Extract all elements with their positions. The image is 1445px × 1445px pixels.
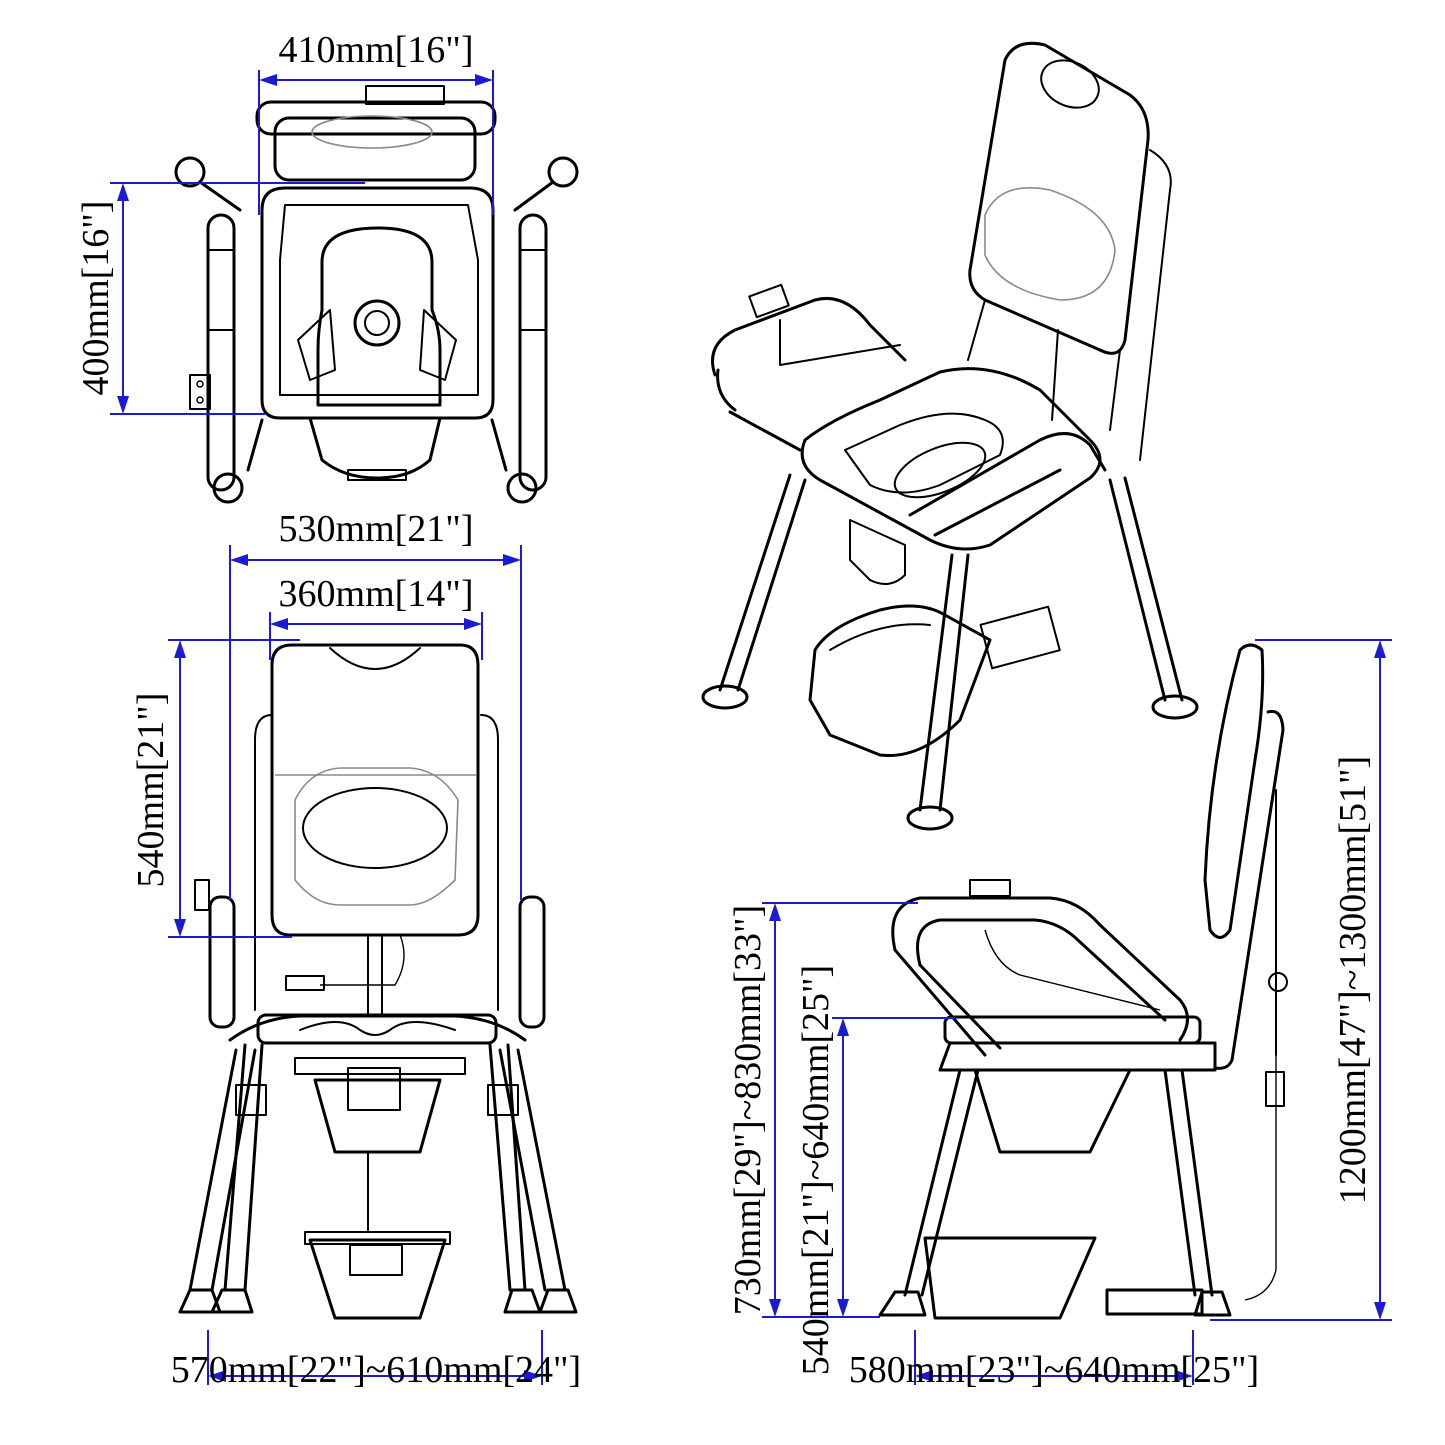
front-backrest-width-label: 360mm[14"] <box>279 573 474 615</box>
side-foot-depth-label: 580mm[23"]~640mm[25"] <box>849 1349 1259 1391</box>
side-armrest-height-label: 730mm[29"]~830mm[33"] <box>727 905 769 1315</box>
side-view: 730mm[29"]~830mm[33"] 540mm[21"]~640mm[2… <box>727 639 1392 1391</box>
isometric-view <box>701 41 1199 831</box>
top-view: 410mm[16"] 400mm[16"] <box>75 29 579 504</box>
side-overall-height-label: 1200mm[47"]~1300mm[51"] <box>1332 756 1374 1204</box>
front-foot-width-label: 570mm[22"]~610mm[24"] <box>171 1349 581 1391</box>
front-backrest-height-label: 540mm[21"] <box>130 693 172 888</box>
side-seat-height-label: 540mm[21"]~640mm[25"] <box>795 965 837 1375</box>
front-view: 530mm[21"] 360mm[14"] 540mm[21"] 570mm[2… <box>130 508 581 1391</box>
top-width-label: 410mm[16"] <box>279 29 474 71</box>
front-overall-width-label: 530mm[21"] <box>279 508 474 550</box>
top-depth-label: 400mm[16"] <box>75 201 117 396</box>
